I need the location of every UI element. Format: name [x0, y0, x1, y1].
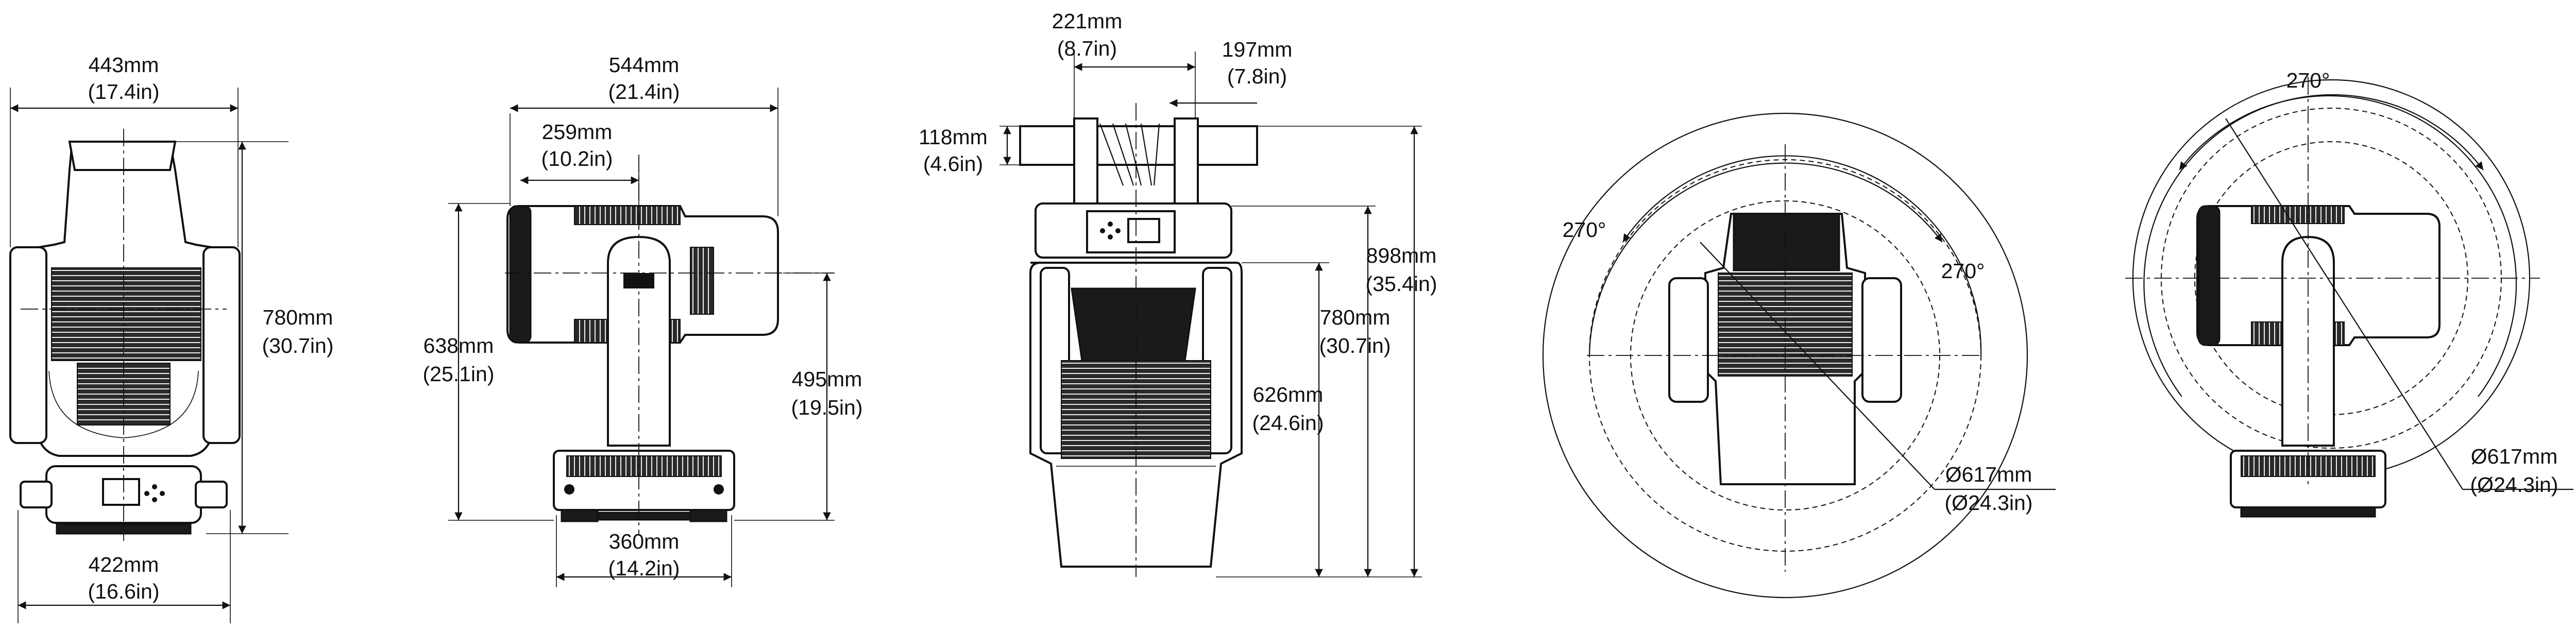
rig-clamp-h-mm: 118mm: [919, 125, 988, 149]
front-left-arm: [9, 246, 47, 444]
front-top-width-mm: 443mm: [89, 53, 159, 77]
side-swing-diameter-in: (Ø24.3in): [2470, 473, 2558, 497]
side-base-depth-mm: 360mm: [609, 530, 680, 553]
front-base-width-mm: 422mm: [89, 553, 159, 576]
rigging-view: [999, 52, 1422, 577]
rig-total-mm: 898mm: [1366, 244, 1437, 267]
rig-display-icon: [1127, 218, 1160, 243]
side-view: [448, 88, 835, 587]
front-right-arm: [202, 246, 241, 444]
rig-clamp-b-mm: 197mm: [1222, 38, 1293, 61]
side-tilt-height-in: (25.1in): [422, 362, 494, 386]
side-swing-view: [2125, 77, 2573, 518]
front-swing-angle-right: 270°: [1941, 259, 1985, 283]
front-height-mm: 780mm: [263, 305, 333, 329]
rig-lower-mm: 626mm: [1253, 383, 1324, 406]
side-swing-angle-top: 270°: [2286, 69, 2330, 92]
side-axis-height-mm: 495mm: [792, 367, 862, 391]
side-axis-height-in: (19.5in): [791, 396, 862, 419]
side-offset-mm: 259mm: [542, 120, 613, 144]
rig-lower-in: (24.6in): [1252, 411, 1324, 435]
front-swing-outer-circle: [1542, 112, 2028, 599]
front-swing-diameter-in: (Ø24.3in): [1945, 491, 2033, 515]
clamp-bar: [1019, 125, 1258, 166]
front-upper-vent: [51, 267, 201, 361]
rig-clamp-b-in: (7.8in): [1227, 64, 1287, 88]
navigation-buttons-icon: [144, 484, 165, 502]
rig-clamp-a-mm: 221mm: [1052, 9, 1123, 33]
rig-body-in: (30.7in): [1319, 334, 1391, 357]
front-height-in: (30.7in): [262, 334, 333, 357]
rig-body-mm: 780mm: [1320, 305, 1391, 329]
rig-clamp-h-in: (4.6in): [923, 152, 983, 176]
rig-clamp-a-in: (8.7in): [1057, 37, 1117, 60]
front-base-width-in: (16.6in): [88, 580, 159, 603]
side-length-in: (21.4in): [608, 80, 680, 104]
front-swing-angle-left: 270°: [1563, 218, 1606, 242]
rig-total-in: (35.4in): [1365, 272, 1437, 296]
control-panel-display-icon: [102, 478, 140, 506]
side-length-mm: 544mm: [609, 53, 680, 77]
side-swing-diameter-mm: Ø617mm: [2471, 445, 2558, 468]
front-top-width-in: (17.4in): [88, 80, 159, 104]
front-top-cap: [68, 141, 177, 171]
side-tilt-height-mm: 638mm: [423, 334, 494, 357]
front-swing-view: [1542, 112, 2056, 599]
front-swing-diameter-mm: Ø617mm: [1945, 463, 2032, 486]
front-view: [9, 88, 289, 623]
side-base-depth-in: (14.2in): [608, 556, 680, 580]
side-offset-in: (10.2in): [541, 147, 613, 171]
